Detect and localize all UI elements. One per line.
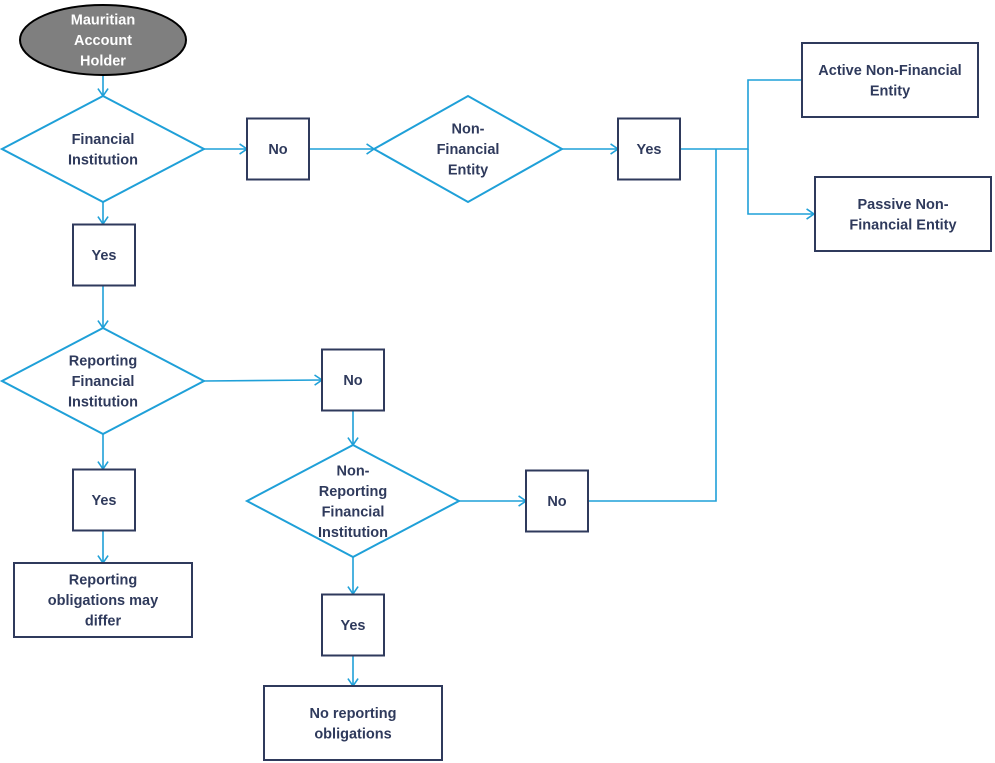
node-label-line: No — [547, 494, 566, 510]
connector-rfi-to-rfi_no — [203, 374, 324, 386]
node-label-line: Reporting — [69, 354, 137, 370]
connector-start-to-fi — [97, 75, 109, 98]
node-label-line: differ — [85, 614, 122, 630]
node-passive-nfe: Passive Non- Financial Entity — [814, 176, 992, 252]
node-label-line: Institution — [68, 395, 138, 411]
decision-diamond — [0, 326, 207, 436]
node-label-line: Reporting — [69, 573, 137, 589]
node-label-line: Yes — [637, 142, 662, 158]
node-label-line: Financial — [72, 374, 135, 390]
node-nrfi-yes: Yes — [321, 593, 385, 657]
node-rfi-no: No — [321, 348, 385, 412]
node-label-line: Non- — [451, 122, 484, 138]
node-label-line: Reporting — [319, 484, 387, 500]
node-label-line: Active Non-Financial — [818, 63, 961, 79]
process-box — [617, 117, 681, 181]
connector-rfi_no-to-nrfi — [347, 411, 359, 447]
node-fi-no: No — [246, 117, 310, 181]
process-box — [525, 469, 589, 533]
node-label-line: No — [268, 142, 287, 158]
connector-nfe-to-nfe_yes — [562, 143, 620, 155]
node-label-line: Yes — [341, 618, 366, 634]
connector-nrfi_no-to-nfe_yes — [588, 149, 717, 502]
connector-fi-to-fi_yes — [97, 202, 109, 226]
connector-rfi_yes-to-rfi_result — [97, 531, 109, 565]
node-label-line: obligations may — [48, 593, 158, 609]
process-box — [801, 42, 979, 118]
node-label-line: Account — [74, 33, 132, 49]
node-label-line: Non- — [336, 463, 369, 479]
node-label-line: No reporting — [310, 706, 397, 722]
connector-nrfi_yes-to-nrfi_result — [347, 656, 359, 688]
node-label-line: Institution — [68, 152, 138, 168]
decision-diamond — [371, 94, 565, 204]
node-fi-yes: Yes — [72, 223, 136, 287]
node-label-line: Financial Entity — [849, 217, 956, 233]
node-rfi-yes: Yes — [72, 468, 136, 532]
node-label-line: Financial — [437, 142, 500, 158]
node-label-line: Entity — [870, 83, 910, 99]
process-box — [321, 593, 385, 657]
node-label-line: Holder — [80, 54, 126, 70]
node-label-line: Yes — [92, 493, 117, 509]
node-nfe-yes: Yes — [617, 117, 681, 181]
node-label-line: Institution — [318, 525, 388, 541]
process-box — [263, 685, 443, 761]
process-box — [13, 562, 193, 638]
connectors — [97, 74, 816, 688]
node-label-line: No — [343, 373, 362, 389]
decision-diamond — [0, 94, 207, 204]
connector-nrfi-to-nrfi_yes — [347, 557, 359, 596]
process-box — [814, 176, 992, 252]
node-label-line: obligations — [314, 726, 391, 742]
process-box — [246, 117, 310, 181]
process-box — [321, 348, 385, 412]
node-label-line: Yes — [92, 248, 117, 264]
connector-nrfi-to-nrfi_no — [459, 495, 528, 507]
node-nrfi-result: No reporting obligations — [263, 685, 443, 761]
node-label-line: Mauritian — [71, 13, 135, 29]
connector-rfi-to-rfi_yes — [97, 434, 109, 471]
decision-diamond — [244, 443, 462, 559]
start-ellipse — [19, 4, 187, 76]
connector-nfe_yes-to-passive_nfe — [747, 149, 816, 220]
node-label-line: Financial — [72, 132, 135, 148]
node-label-line: Entity — [448, 163, 488, 179]
connector-fi-to-fi_no — [204, 143, 249, 155]
node-label-line: Passive Non- — [857, 197, 948, 213]
node-nrfi-no: No — [525, 469, 589, 533]
process-box — [72, 468, 136, 532]
connector-fi_yes-to-rfi — [97, 286, 109, 330]
connector-fi_no-to-nfe — [309, 143, 376, 155]
connector-nfe_yes-to-active_nfe — [680, 74, 816, 150]
nodes: MauritianAccountHolderFinancialInstituti… — [0, 4, 992, 761]
node-label-line: Financial — [322, 504, 385, 520]
process-box — [72, 223, 136, 287]
node-rfi-result: Reporting obligations may differ — [13, 562, 193, 638]
